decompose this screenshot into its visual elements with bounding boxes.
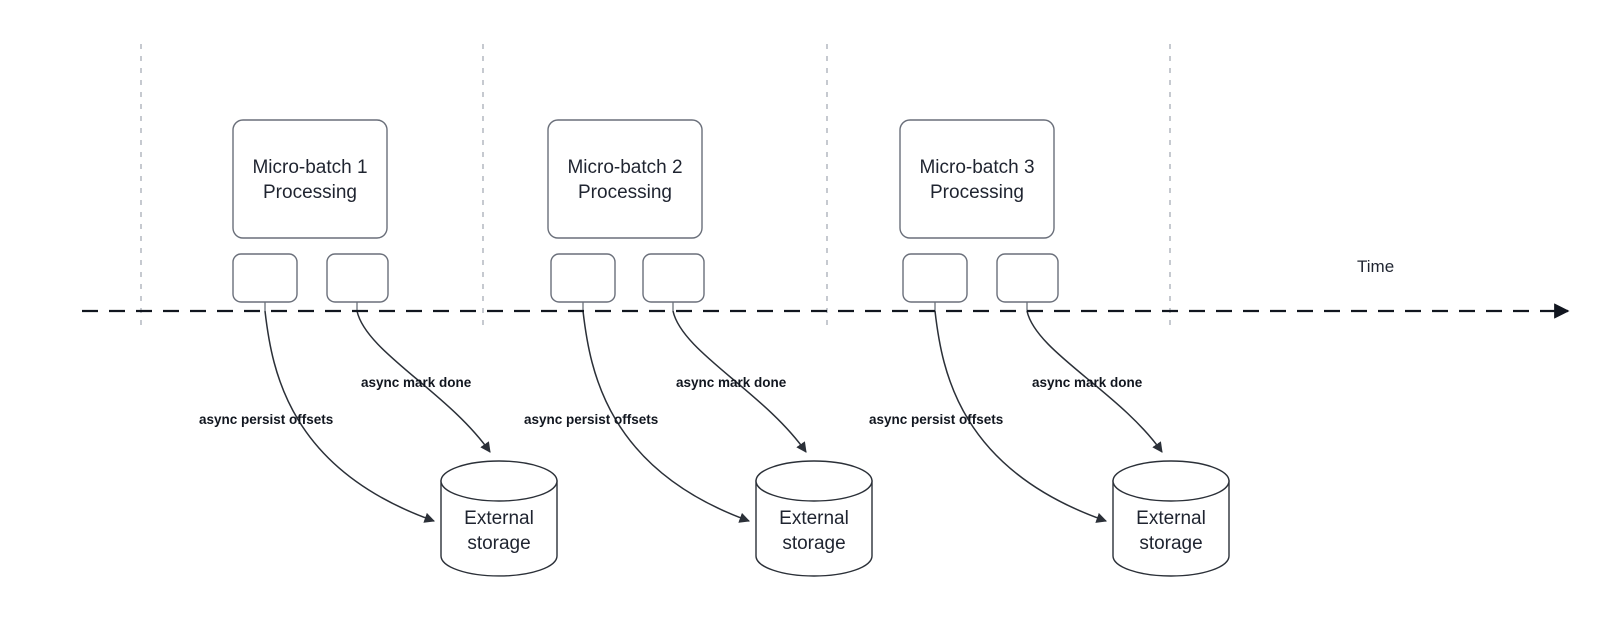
micro-batch-group-2: Micro-batch 2 Processing async persist off… xyxy=(524,119,873,577)
external-storage-2-body[interactable] xyxy=(755,480,873,577)
micro-batch-processing-box-3[interactable] xyxy=(899,119,1055,239)
async-mark-done-edge-3 xyxy=(1026,310,1163,453)
mark-done-task-box-3[interactable] xyxy=(996,253,1059,303)
persist-task-box-2[interactable] xyxy=(550,253,616,303)
external-storage-3-top xyxy=(1112,460,1230,502)
async-mark-done-edge-3-label: async mark done xyxy=(1032,375,1143,390)
async-persist-offsets-edge-2-label: async persist offsets xyxy=(524,412,658,427)
async-mark-done-edge-2-label: async mark done xyxy=(676,375,787,390)
micro-batch-processing-box-2[interactable] xyxy=(547,119,703,239)
async-persist-offsets-edge-3 xyxy=(934,310,1107,523)
micro-batch-label-line2-2: Processing xyxy=(578,182,672,203)
async-persist-offsets-edge-2 xyxy=(582,310,750,523)
mark-done-task-box-1[interactable] xyxy=(326,253,389,303)
mark-done-task-box-2[interactable] xyxy=(642,253,705,303)
micro-batch-label-line2-1: Processing xyxy=(263,182,357,203)
time-axis-label: Time xyxy=(1357,257,1394,276)
async-persist-offsets-edge-1-label: async persist offsets xyxy=(199,412,333,427)
external-storage-3-label-line1: External xyxy=(1136,508,1206,529)
micro-batch-label-line1-1: Micro-batch 1 xyxy=(252,157,367,178)
external-storage-2-label-line2: storage xyxy=(782,533,845,554)
async-persist-offsets-edge-3-label: async persist offsets xyxy=(869,412,1003,427)
persist-task-box-3[interactable] xyxy=(902,253,968,303)
async-mark-done-edge-2 xyxy=(672,310,807,453)
async-mark-done-edge-1 xyxy=(356,310,491,453)
micro-batch-label-line1-3: Micro-batch 3 xyxy=(919,157,1034,178)
micro-batch-group-1: Micro-batch 1 Processing async persist off… xyxy=(199,119,558,577)
external-storage-3-body[interactable] xyxy=(1112,480,1230,577)
external-storage-1-top xyxy=(440,460,558,502)
external-storage-1-label-line2: storage xyxy=(467,533,530,554)
external-storage-3-label-line2: storage xyxy=(1139,533,1202,554)
external-storage-1-body[interactable] xyxy=(440,480,558,577)
micro-batch-label-line1-2: Micro-batch 2 xyxy=(567,157,682,178)
micro-batch-label-line2-3: Processing xyxy=(930,182,1024,203)
external-storage-2-label-line1: External xyxy=(779,508,849,529)
micro-batch-group-3: Micro-batch 3 Processing async persist off… xyxy=(869,119,1230,577)
micro-batch-groups: Micro-batch 1 Processing async persist off… xyxy=(199,119,1230,577)
micro-batch-processing-box-1[interactable] xyxy=(232,119,388,239)
external-storage-1-label-line1: External xyxy=(464,508,534,529)
external-storage-2-top xyxy=(755,460,873,502)
persist-task-box-1[interactable] xyxy=(232,253,298,303)
async-persist-offsets-edge-1 xyxy=(264,310,435,523)
async-mark-done-edge-1-label: async mark done xyxy=(361,375,472,390)
